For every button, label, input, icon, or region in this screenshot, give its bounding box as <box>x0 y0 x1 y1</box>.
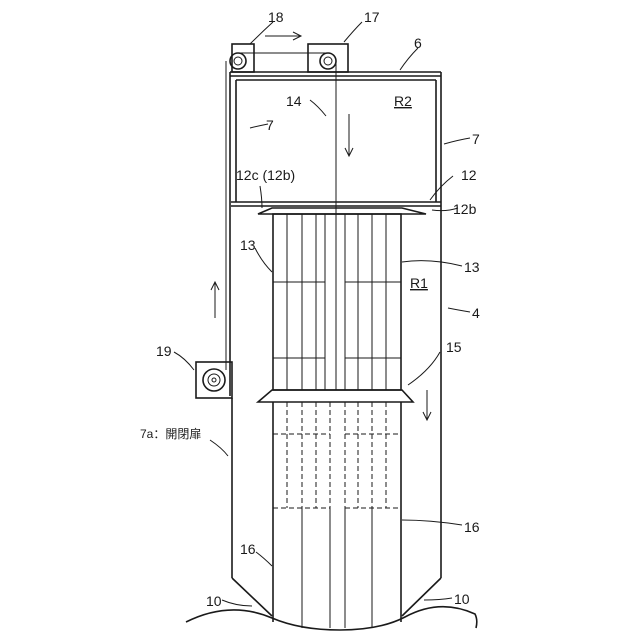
upper-rod-bundle <box>273 214 401 390</box>
label-16-right: 16 <box>464 519 480 535</box>
label-12: 12 <box>461 167 477 183</box>
label-4: 4 <box>472 305 480 321</box>
label-19: 19 <box>156 343 172 359</box>
lower-rod-bundle <box>273 402 401 628</box>
label-13-left: 13 <box>240 237 256 253</box>
label-12c: 12c (12b) <box>236 167 295 183</box>
top-rollers <box>230 44 348 72</box>
label-6: 6 <box>414 35 422 51</box>
winch-19 <box>196 362 232 398</box>
label-10-right: 10 <box>454 591 470 607</box>
label-12b: 12b <box>453 201 477 217</box>
label-13-right: 13 <box>464 259 480 275</box>
label-7a-door: 7a：開閉扉 <box>140 427 201 441</box>
motion-arrows <box>211 32 431 420</box>
label-15: 15 <box>446 339 462 355</box>
ground-line <box>186 607 477 630</box>
labels: 18 17 6 14 R2 7 7 12c (12b) 12 12b 13 13… <box>140 9 480 609</box>
label-R1: R1 <box>410 275 428 291</box>
upper-plate-12b <box>258 208 426 214</box>
label-16-left: 16 <box>240 541 256 557</box>
label-7-left: 7 <box>266 117 274 133</box>
leader-lines <box>174 22 470 606</box>
lower-plate-15 <box>258 390 413 402</box>
label-14: 14 <box>286 93 302 109</box>
label-R2: R2 <box>394 93 412 109</box>
label-10-left: 10 <box>206 593 222 609</box>
label-18: 18 <box>268 9 284 25</box>
label-7-right: 7 <box>472 131 480 147</box>
label-17: 17 <box>364 9 380 25</box>
